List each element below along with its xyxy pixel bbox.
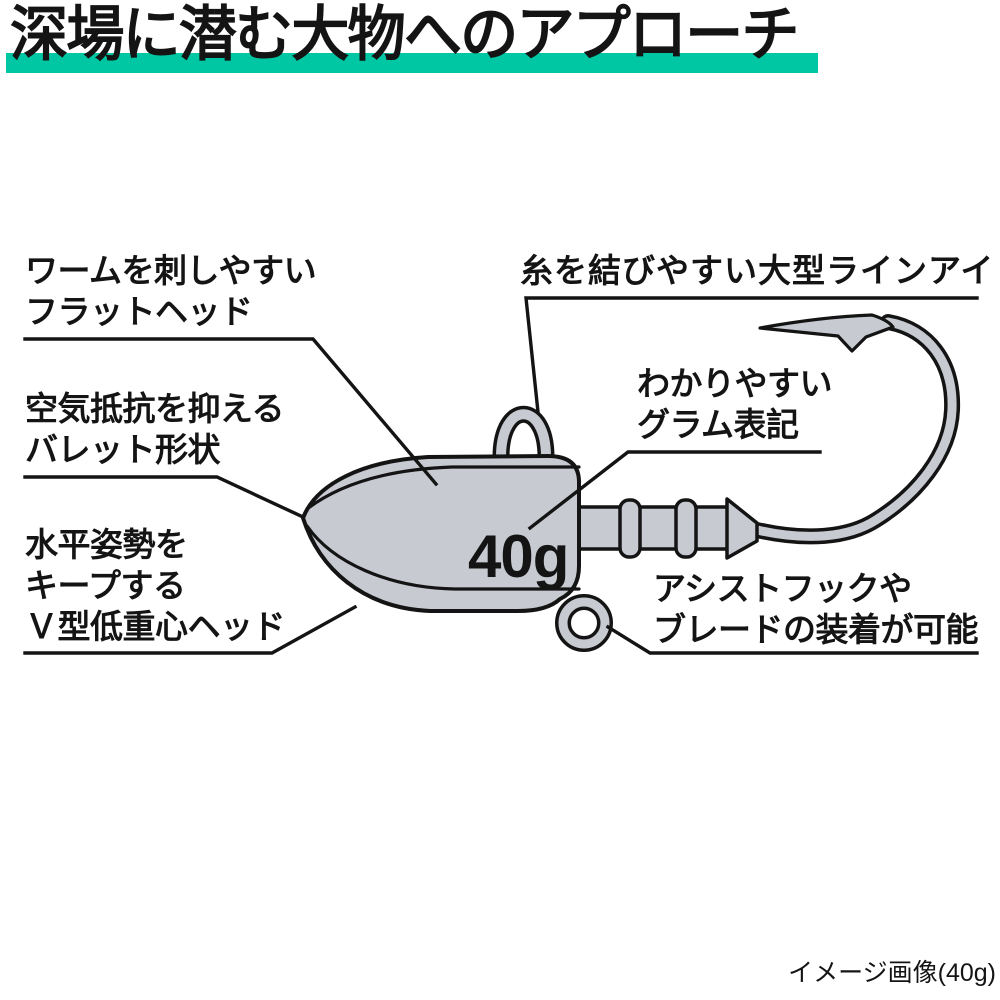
callout-assist-line-2: ブレードの装着が可能 [653, 611, 979, 648]
callout-line-eye: 糸を結びやすい大型ラインアイ [520, 250, 994, 291]
callout-flat-head-line-2: フラットヘッド [25, 293, 253, 330]
callout-flat-head-line-1: ワームを刺しやすい [25, 252, 317, 289]
callout-gram-line-2: グラム表記 [637, 406, 799, 443]
leader-flat-head [23, 337, 439, 487]
callout-v-keel-line-3: Ｖ型低重心ヘッド [25, 608, 286, 645]
callout-assist-line-1: アシストフックや [653, 570, 912, 607]
callout-bullet-line-1: 空気抵抗を抑える [25, 390, 285, 427]
hook-bend-inner [752, 317, 957, 541]
hook-shank [563, 505, 739, 551]
bottom-eye-inner [558, 597, 610, 649]
leader-assist [605, 624, 979, 655]
weight-marking: 40g [468, 523, 569, 590]
page-title: 深場に潜む大物へのアプローチ [10, 1, 800, 68]
callout-v-keel-line-2: キープする [25, 567, 186, 604]
image-caption: イメージ画像(40g) [788, 959, 996, 987]
jighead-bottom-facet [305, 524, 581, 591]
keeper-cone [725, 497, 759, 560]
callout-assist-hook: アシストフックや ブレードの装着が可能 [653, 568, 979, 650]
jighead-top-facet [305, 465, 581, 511]
title-accent-bar [6, 53, 818, 73]
callout-line-eye-line-1: 糸を結びやすい大型ラインアイ [520, 252, 995, 289]
callout-v-keel: 水平姿勢を キープする Ｖ型低重心ヘッド [25, 524, 286, 647]
callout-bullet-shape: 空気抵抗を抑える バレット形状 [25, 388, 285, 470]
keeper-collar-2 [674, 498, 698, 559]
callout-gram-line-1: わかりやすい [637, 365, 833, 402]
leader-lines [23, 296, 979, 655]
leader-gram-mark [527, 450, 822, 531]
keeper-collar-1 [618, 498, 642, 559]
jighead-illustration [301, 313, 961, 652]
hook-point [758, 313, 895, 353]
leader-v-keel [23, 604, 358, 655]
callout-flat-head: ワームを刺しやすい フラットヘッド [25, 250, 317, 332]
callout-gram-mark: わかりやすい グラム表記 [637, 363, 833, 445]
leader-line-eye [524, 296, 979, 414]
callout-bullet-line-2: バレット形状 [25, 431, 221, 468]
callout-v-keel-line-1: 水平姿勢を [25, 526, 188, 563]
leader-bullet [23, 475, 306, 520]
line-eye-inner [496, 409, 551, 462]
